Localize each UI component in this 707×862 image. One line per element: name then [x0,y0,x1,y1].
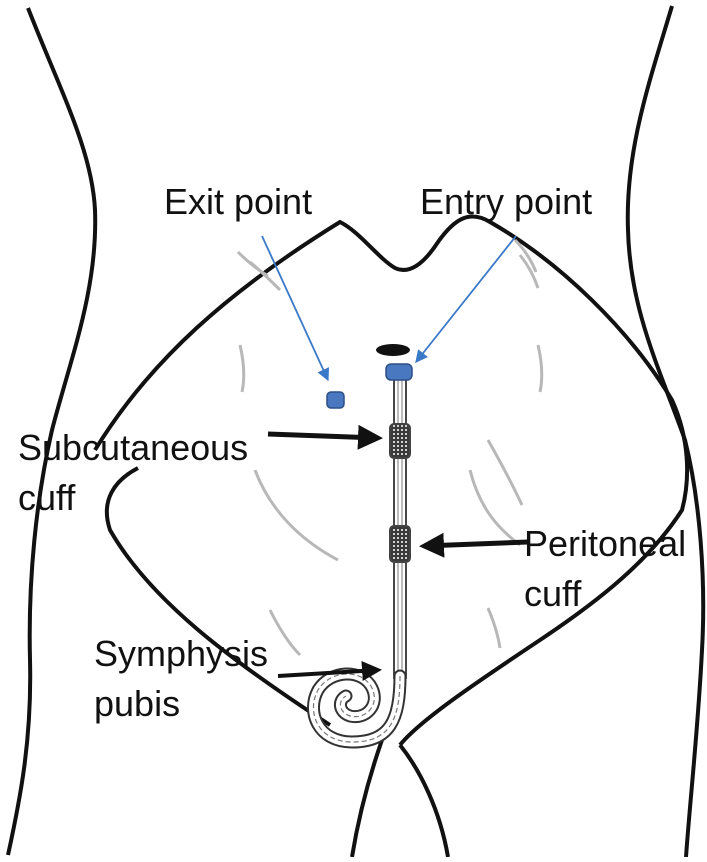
catheter-coil [313,674,400,742]
blank-panel [92,12,524,74]
left-leg-line [352,740,382,857]
right-body-outline [628,6,703,857]
right-leg-line [400,745,448,857]
peritoneal-cuff-label-line2: cuff [524,573,582,614]
subcutaneous-cuff-arrow [268,434,378,438]
symphysis-pubis-label-line2: pubis [94,683,180,724]
entry-point-label: Entry point [420,181,592,222]
peritoneal-cuff [390,526,410,562]
exit-point-label: Exit point [164,181,312,222]
subcutaneous-cuff [390,424,410,458]
exit-site-marker [327,392,344,408]
peritoneal-cuff-label-line1: Peritoneal [524,523,686,564]
peritoneal-cuff-arrow [424,542,528,546]
umbilicus [376,344,410,356]
subcutaneous-cuff-label-line2: cuff [18,477,76,518]
entry-site-marker [386,364,412,380]
symphysis-pubis-label-line1: Symphysis [94,633,268,674]
exit-point-pointer [262,236,328,380]
subcutaneous-cuff-label-line1: Subcutaneous [18,427,248,468]
